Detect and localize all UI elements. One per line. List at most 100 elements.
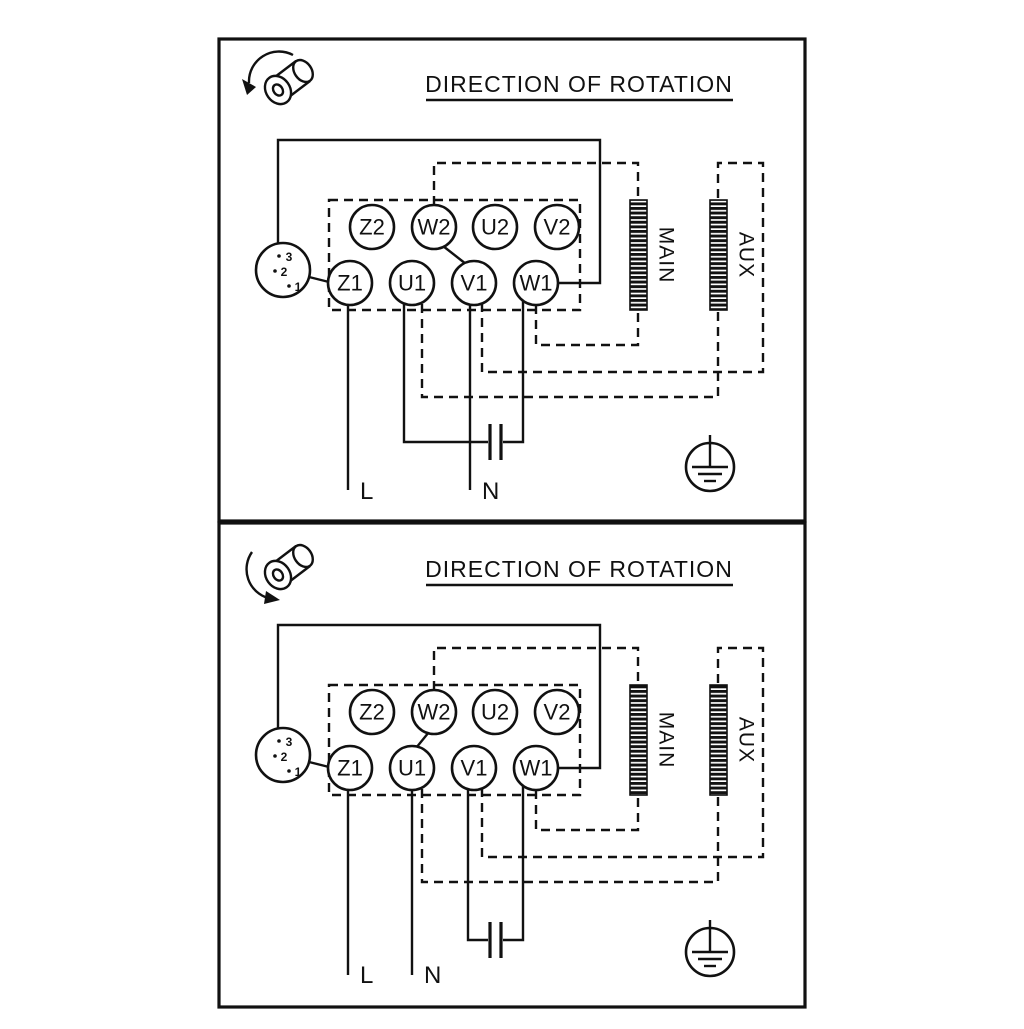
terminal-v1: V1 bbox=[450, 744, 498, 792]
selector-dot bbox=[277, 739, 281, 743]
wire-dashed-v1-aux bbox=[480, 646, 765, 859]
ground-icon bbox=[684, 920, 736, 978]
terminal-u2: U2 bbox=[471, 203, 519, 251]
terminal-u2: U2 bbox=[471, 688, 519, 736]
selector-dot bbox=[287, 769, 291, 773]
terminal-z2: Z2 bbox=[348, 203, 396, 251]
terminal-label: U1 bbox=[398, 271, 426, 296]
shaft-end-cap bbox=[292, 58, 314, 84]
terminal-block bbox=[327, 683, 582, 797]
terminal-circle bbox=[471, 688, 519, 736]
terminal-label: U2 bbox=[481, 700, 509, 725]
aux-winding-label: AUX bbox=[735, 717, 758, 763]
terminal-circle bbox=[450, 259, 498, 307]
aux-winding-coil bbox=[709, 684, 728, 796]
selector-position: 3 bbox=[286, 250, 293, 264]
terminal-w1: W1 bbox=[512, 744, 560, 792]
selector-position: 1 bbox=[295, 280, 302, 294]
terminal-z1: Z1 bbox=[326, 259, 374, 307]
panel-bottom: DIRECTION OF ROTATION 3 2 1 bbox=[217, 521, 807, 1009]
terminal-label: V1 bbox=[461, 271, 488, 296]
terminal-w2: W2 bbox=[410, 203, 458, 251]
wire-selector-to-z1 bbox=[308, 275, 330, 284]
page-title: DIRECTION OF ROTATION bbox=[425, 71, 733, 97]
terminal-label: U2 bbox=[481, 215, 509, 240]
bridge-w2-v1 bbox=[442, 245, 467, 265]
shaft-center-detail bbox=[271, 83, 285, 97]
terminal-circle bbox=[388, 259, 436, 307]
terminal-circle bbox=[348, 203, 396, 251]
aux-winding-label: AUX bbox=[735, 232, 758, 278]
main-winding-coil bbox=[629, 684, 648, 796]
wire-dashed-u1-aux bbox=[420, 304, 720, 399]
terminal-w1: W1 bbox=[512, 259, 560, 307]
line-l-label: L bbox=[360, 478, 373, 505]
terminal-v2: V2 bbox=[533, 688, 581, 736]
rotation-icon bbox=[245, 543, 314, 604]
capacitor-lead-right bbox=[503, 301, 525, 444]
terminal-block bbox=[327, 198, 582, 312]
terminal-v1: V1 bbox=[450, 259, 498, 307]
wire-dashed-u1-aux bbox=[420, 789, 720, 884]
main-winding-coil bbox=[629, 199, 648, 311]
wire-dashed-w2-main bbox=[432, 161, 640, 205]
shaft-end-cap bbox=[292, 543, 314, 569]
winding-main: MAIN bbox=[629, 684, 678, 796]
wire-solid-loop bbox=[276, 623, 602, 770]
rotation-arrowhead bbox=[264, 591, 280, 604]
rotation-arrow bbox=[247, 50, 294, 84]
terminal-circle bbox=[326, 259, 374, 307]
rotation-arrow bbox=[245, 551, 269, 600]
panel-top: DIRECTION OF ROTATION 3 2 1 bbox=[217, 37, 807, 523]
selector-switch: 3 2 1 bbox=[254, 241, 330, 299]
page-title: DIRECTION OF ROTATION bbox=[425, 556, 733, 582]
terminal-label: Z2 bbox=[359, 215, 385, 240]
terminal-circle bbox=[471, 203, 519, 251]
terminal-label: Z1 bbox=[337, 271, 363, 296]
selector-position: 2 bbox=[281, 265, 288, 279]
winding-main: MAIN bbox=[629, 199, 678, 311]
terminal-label: Z2 bbox=[359, 700, 385, 725]
bridge-w2-u1 bbox=[415, 731, 430, 749]
capacitor-lead-left bbox=[466, 789, 488, 942]
panel-border bbox=[217, 521, 807, 1009]
terminal-label: V2 bbox=[544, 215, 571, 240]
main-winding-label: MAIN bbox=[655, 227, 678, 284]
main-winding-label: MAIN bbox=[655, 712, 678, 769]
wire-dashed-w1-main bbox=[534, 790, 640, 832]
panel-border bbox=[217, 37, 807, 523]
selector-position: 2 bbox=[281, 750, 288, 764]
terminal-label: V1 bbox=[461, 756, 488, 781]
selector-dot bbox=[273, 269, 277, 273]
wire-solid-loop bbox=[276, 138, 602, 285]
rotation-arrowhead bbox=[242, 79, 256, 95]
line-n-label: N bbox=[482, 478, 499, 505]
capacitor bbox=[402, 301, 525, 460]
terminal-label: Z1 bbox=[337, 756, 363, 781]
terminal-circle bbox=[533, 203, 581, 251]
terminal-circle bbox=[348, 688, 396, 736]
selector-dot bbox=[287, 284, 291, 288]
capacitor bbox=[466, 786, 525, 958]
terminal-u1: U1 bbox=[388, 259, 436, 307]
line-n-label: N bbox=[424, 962, 441, 989]
shaft-center-detail bbox=[271, 568, 285, 582]
shaft-front-face bbox=[263, 74, 293, 106]
shaft-front-face bbox=[263, 559, 293, 591]
terminal-circle bbox=[533, 688, 581, 736]
capacitor-lead-right bbox=[503, 786, 525, 942]
terminal-w2: W2 bbox=[410, 688, 458, 736]
winding-aux: AUX bbox=[709, 199, 758, 311]
rotation-icon bbox=[242, 50, 314, 106]
selector-position: 3 bbox=[286, 735, 293, 749]
wire-selector-to-z1 bbox=[308, 760, 330, 769]
terminal-z2: Z2 bbox=[348, 688, 396, 736]
selector-dot bbox=[273, 754, 277, 758]
terminal-label: W1 bbox=[520, 756, 553, 781]
selector-position: 1 bbox=[295, 765, 302, 779]
selector-circle bbox=[254, 726, 312, 784]
selector-switch: 3 2 1 bbox=[254, 726, 330, 784]
terminal-z1: Z1 bbox=[326, 744, 374, 792]
